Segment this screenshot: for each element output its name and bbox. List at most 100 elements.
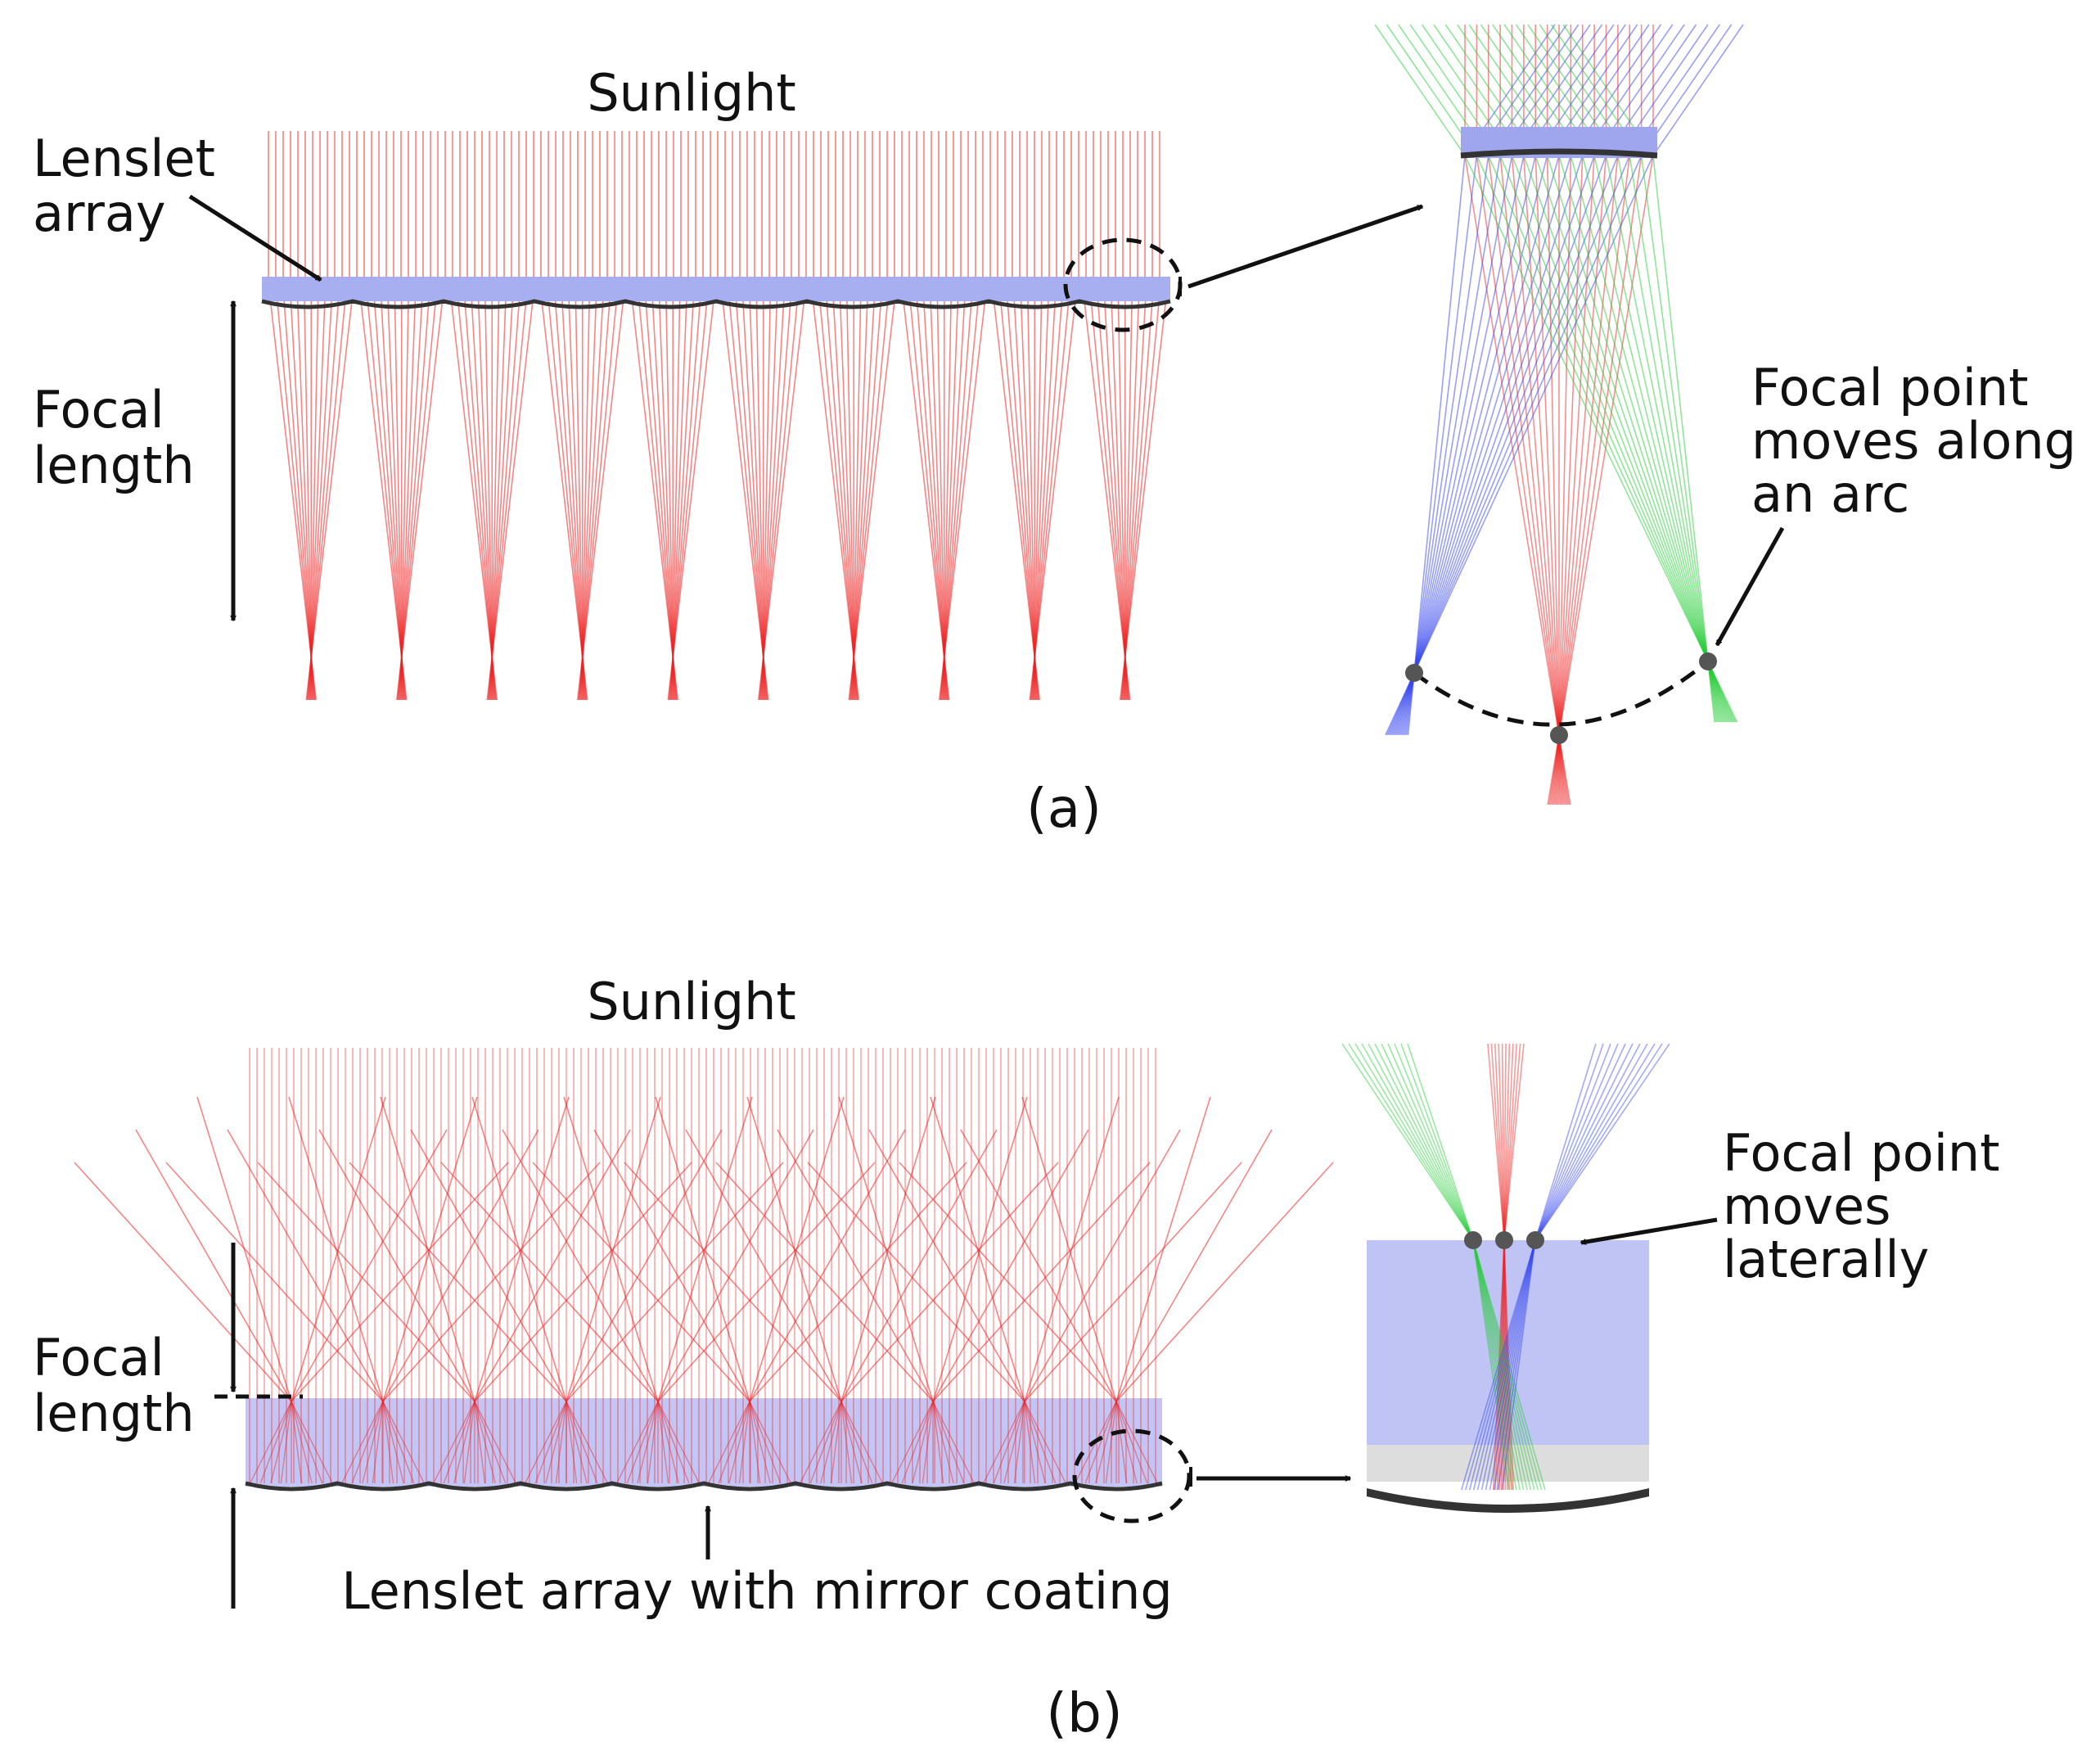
reflected-ray	[566, 1162, 784, 1402]
focus-ray	[1115, 1401, 1128, 1484]
focus-ray	[809, 1401, 842, 1484]
focus-ray	[657, 1401, 669, 1484]
reflected-ray	[749, 1096, 845, 1402]
reflected-ray	[74, 1162, 292, 1402]
inset-ray-out	[1551, 155, 1619, 806]
inset-ray-out	[1404, 155, 1489, 735]
focus-ray	[474, 1401, 496, 1484]
reflected-ray	[474, 1096, 570, 1402]
focus-ray	[524, 1401, 567, 1484]
reflected-ray	[868, 1129, 1025, 1402]
focus-ray	[912, 1401, 934, 1484]
focus-ray	[1115, 1401, 1148, 1484]
focus-ray	[749, 1401, 792, 1484]
focus-ray	[382, 1401, 415, 1484]
focus-ray	[1024, 1401, 1046, 1484]
focus-ray	[1115, 1401, 1138, 1484]
inset-ray-out	[1472, 1239, 1543, 1491]
focus-ray	[932, 1401, 965, 1484]
inset-ray-out	[1393, 155, 1584, 736]
inset-ray-out	[1652, 155, 1715, 723]
reflected-ray	[624, 1162, 842, 1402]
inset-ray-out	[1547, 155, 1654, 806]
inset-ray-out	[1472, 1239, 1536, 1491]
reflected-ray	[532, 1162, 750, 1402]
panel-a-focal-arc	[1413, 660, 1710, 727]
inset-ray-in	[1374, 24, 1466, 156]
focus-ray	[432, 1401, 475, 1484]
inset-ray-out	[1472, 1239, 1517, 1491]
focus-ray	[576, 300, 624, 701]
focus-ray	[555, 1401, 567, 1484]
inset-ray-out	[1472, 1239, 1528, 1491]
focus-ray	[270, 1401, 292, 1484]
reflected-ray	[382, 1129, 539, 1402]
inset-ray-out	[1472, 1239, 1532, 1491]
inset-ray-in	[1494, 1043, 1505, 1241]
panel-b-focal-label-line1: Focal	[33, 1328, 164, 1388]
inset-ray-out	[1593, 155, 1723, 723]
inset-ray-out	[1546, 155, 1561, 805]
focus-ray	[840, 1401, 873, 1484]
focus-ray	[280, 1401, 292, 1484]
panel-b-mirror-lenslets	[245, 1481, 1163, 1491]
reflected-ray	[291, 1096, 386, 1402]
inset-ray-out	[1503, 1239, 1514, 1491]
focus-ray	[657, 1401, 701, 1484]
inset-ray-in	[1534, 1043, 1648, 1241]
reflected-ray	[657, 1162, 876, 1402]
inset-ray-out	[1534, 155, 1730, 723]
focus-ray	[749, 1401, 771, 1484]
focus-ray	[615, 1401, 659, 1484]
focus-ray	[749, 1401, 761, 1484]
reflected-ray	[657, 1096, 753, 1402]
panel-b-mirror-label: Lenslet array with mirror coating	[341, 1561, 1173, 1621]
inset-ray-out	[1472, 1239, 1535, 1491]
reflected-ray	[749, 1162, 967, 1402]
focus-ray	[249, 1401, 292, 1484]
reflected-ray	[715, 1162, 934, 1402]
panel-b-substrate	[246, 1398, 1162, 1487]
reflected-ray	[502, 1129, 659, 1402]
inset-ray-out	[1472, 1239, 1521, 1491]
focus-ray	[453, 1401, 475, 1484]
inset-ray-out	[1523, 155, 1564, 806]
reflected-ray	[135, 1129, 292, 1402]
inset-ray-out	[1523, 155, 1731, 723]
focus-ray	[718, 1401, 750, 1484]
focus-ray	[291, 1401, 313, 1484]
inset-ray-in	[1487, 1043, 1505, 1241]
focus-ray	[1013, 1401, 1025, 1484]
reflected-ray	[257, 1162, 475, 1402]
reflected-ray	[840, 1129, 998, 1402]
focus-ray	[566, 1401, 598, 1484]
inset-ray-in	[1387, 1043, 1474, 1241]
panel-a-inset-label-line3: an arc	[1751, 464, 1909, 524]
inset-ray-out	[1499, 155, 1567, 806]
reflected-ray	[382, 1162, 601, 1402]
inset-ray-out	[1503, 1239, 1507, 1491]
focus-ray	[1024, 1401, 1057, 1484]
inset-ray-in	[1534, 1043, 1597, 1241]
inset-ray-out	[1497, 1239, 1536, 1491]
focus-ray	[938, 300, 986, 701]
focus-ray	[291, 1401, 303, 1484]
focus-ray	[1024, 1401, 1067, 1484]
focus-ray	[707, 1401, 750, 1484]
focus-ray	[1119, 300, 1167, 701]
inset-ray-out	[1503, 1239, 1508, 1491]
inset-ray-out	[1476, 1239, 1536, 1491]
inset-ray-out	[1503, 1239, 1510, 1491]
focus-ray	[1003, 1401, 1025, 1484]
focus-ray	[890, 1401, 934, 1484]
focus-ray	[799, 1401, 842, 1484]
inset-ray-in	[1501, 1043, 1505, 1241]
inset-ray-out	[1395, 155, 1572, 736]
panel-b-inset	[1341, 1043, 1670, 1513]
panel-b-inset-rays	[1341, 1043, 1670, 1491]
focus-ray	[657, 1401, 679, 1484]
panel-a-lenslet-label-line1: Lenslet	[33, 129, 215, 188]
focus-ray	[757, 300, 805, 701]
inset-ray-in	[1534, 1043, 1663, 1241]
inset-ray-out	[1605, 155, 1721, 723]
